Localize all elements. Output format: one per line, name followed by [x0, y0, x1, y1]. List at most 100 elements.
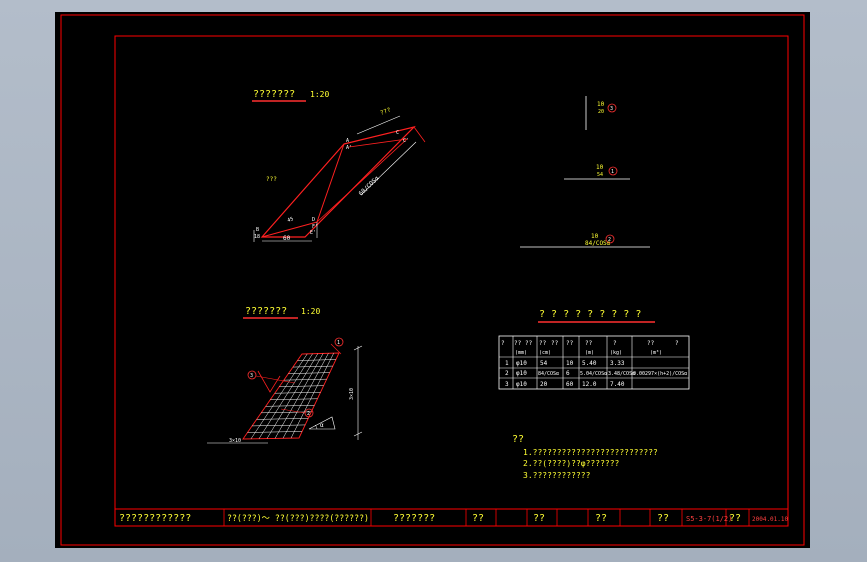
title-block: [114, 508, 789, 527]
v1-dim-mid: 45: [287, 216, 295, 224]
slab-outline: [260, 125, 416, 238]
svg-text:6: 6: [566, 370, 570, 377]
diag-dim-line: [360, 141, 417, 196]
rebar-line: [279, 385, 324, 387]
svg-text:3: 3: [250, 373, 253, 379]
rebar-line: [261, 411, 312, 414]
rebar-line: [258, 353, 313, 439]
svg-text:2: 2: [608, 237, 611, 243]
inner-frame: [114, 35, 789, 527]
svg-text:5.40: 5.40: [582, 360, 597, 367]
v1-label-left: ???: [266, 176, 277, 183]
rebar-line: [265, 405, 315, 407]
svg-text:1: 1: [337, 340, 340, 346]
v1-dim-diag: 60/COSα: [358, 175, 381, 198]
view2-scale: 1:20: [301, 307, 320, 316]
view1-title: ???????: [253, 89, 295, 100]
drawing-sheet: ??????? 1:20 ??? ??? 60/COSα 60 45 18 A …: [60, 14, 805, 546]
svg-text:84/COSα: 84/COSα: [538, 371, 559, 377]
rebar-grid-lines: [247, 353, 336, 439]
svg-text:?: ?: [675, 340, 679, 347]
v1-point-a2: A': [346, 145, 352, 151]
rebar-line: [266, 353, 319, 439]
svg-text:?: ?: [613, 340, 617, 347]
project-name: ????????????: [119, 513, 191, 524]
sheet-description: ??(???)～ ??(???)????(??????): [227, 514, 369, 524]
date-value: 2004.01.10: [752, 516, 789, 523]
svg-text:2: 2: [307, 411, 310, 417]
bar-detail-3: 2: [520, 234, 650, 248]
svg-text:12.0: 12.0: [582, 381, 597, 388]
svg-text:0.00297×(h+2)/COSα: 0.00297×(h+2)/COSα: [633, 371, 687, 377]
note-2: 2.??(????)??φ???????: [523, 459, 620, 468]
table-row: 1 φ10 54 10 5.40 3.33: [505, 360, 625, 367]
svg-text:(m): (m): [585, 350, 594, 356]
label-design: ??: [472, 513, 484, 524]
svg-text:φ10: φ10: [516, 370, 527, 377]
rebar-line: [250, 353, 308, 439]
v2-angle: α: [320, 422, 324, 429]
svg-text:?: ?: [501, 340, 505, 347]
label-review: ??: [533, 513, 545, 524]
v1-point-c: C: [396, 130, 399, 136]
bar1-label: 10: [597, 101, 605, 108]
svg-text:3: 3: [610, 106, 613, 112]
svg-text:(cm): (cm): [539, 350, 551, 356]
svg-text:??: ??: [525, 340, 533, 347]
bar2-label: 10: [596, 164, 604, 171]
table-row: 3 φ10 20 60 12.0 7.40: [505, 381, 625, 388]
view2-title: ???????: [245, 306, 287, 317]
rebar-line: [282, 353, 329, 439]
svg-text:??: ??: [539, 340, 547, 347]
bar2-sub: 54: [597, 172, 603, 178]
rebar-line: [290, 353, 334, 439]
rebar-table: [498, 335, 690, 390]
rebar-line: [274, 391, 321, 394]
svg-text:??: ??: [566, 340, 574, 347]
svg-text:??: ??: [514, 340, 522, 347]
drawing-name: ???????: [393, 513, 435, 524]
svg-text:1: 1: [611, 169, 614, 175]
v1-point-f: F': [312, 224, 318, 230]
callout-1-view2: 1: [334, 337, 344, 347]
v1-point-b: B: [256, 227, 259, 233]
bar-detail-1: 3: [585, 96, 617, 130]
svg-text:(kg): (kg): [610, 350, 622, 356]
callout-2-view2: 2: [304, 408, 314, 418]
rebar-grid-outline: [242, 352, 340, 440]
svg-text:54: 54: [540, 360, 548, 367]
rebar-line: [297, 359, 336, 361]
rebar-grid-view: [207, 343, 363, 444]
svg-text:7.40: 7.40: [610, 381, 625, 388]
svg-text:20: 20: [540, 381, 548, 388]
svg-text:5.04/COSα: 5.04/COSα: [580, 371, 607, 377]
svg-text:3.33: 3.33: [610, 360, 625, 367]
v1-point-e: E': [310, 230, 316, 236]
table-header-row: ? ?? ?? ?? ?? ?? ?? ? ?? ? (mm) (cm) (m)…: [501, 340, 679, 356]
svg-text:2: 2: [505, 370, 509, 377]
drawing-number: S5-3-7(1/2): [686, 515, 732, 523]
svg-text:φ10: φ10: [516, 360, 527, 367]
label-date: ??: [729, 513, 741, 524]
notes-title: ??: [512, 434, 524, 445]
cad-drawing-canvas[interactable]: ??????? 1:20 ??? ??? 60/COSα 60 45 18 A …: [55, 12, 810, 548]
note-1: 1.??????????????????????????: [523, 448, 658, 457]
svg-text:??: ??: [585, 340, 593, 347]
rebar-line: [288, 372, 330, 374]
bar-detail-2: 1: [564, 166, 630, 180]
rebar-line: [252, 424, 306, 427]
v1-dim-bottom: 60: [283, 235, 291, 242]
callout-3-view2: 3: [247, 370, 257, 380]
label-approve: ??: [657, 513, 669, 524]
v1-point-d: D: [312, 217, 315, 223]
rebar-line: [256, 418, 309, 420]
v1-point-c2: C': [403, 138, 409, 144]
svg-text:60: 60: [566, 381, 574, 388]
table-title: ? ? ? ? ? ? ? ? ?: [539, 309, 641, 320]
svg-text:3: 3: [505, 381, 509, 388]
rebar-line: [274, 353, 324, 439]
svg-text:??: ??: [551, 340, 559, 347]
v1-point-a: A: [346, 138, 349, 144]
slab-plan-view: [253, 115, 426, 242]
outer-frame: [60, 14, 805, 546]
